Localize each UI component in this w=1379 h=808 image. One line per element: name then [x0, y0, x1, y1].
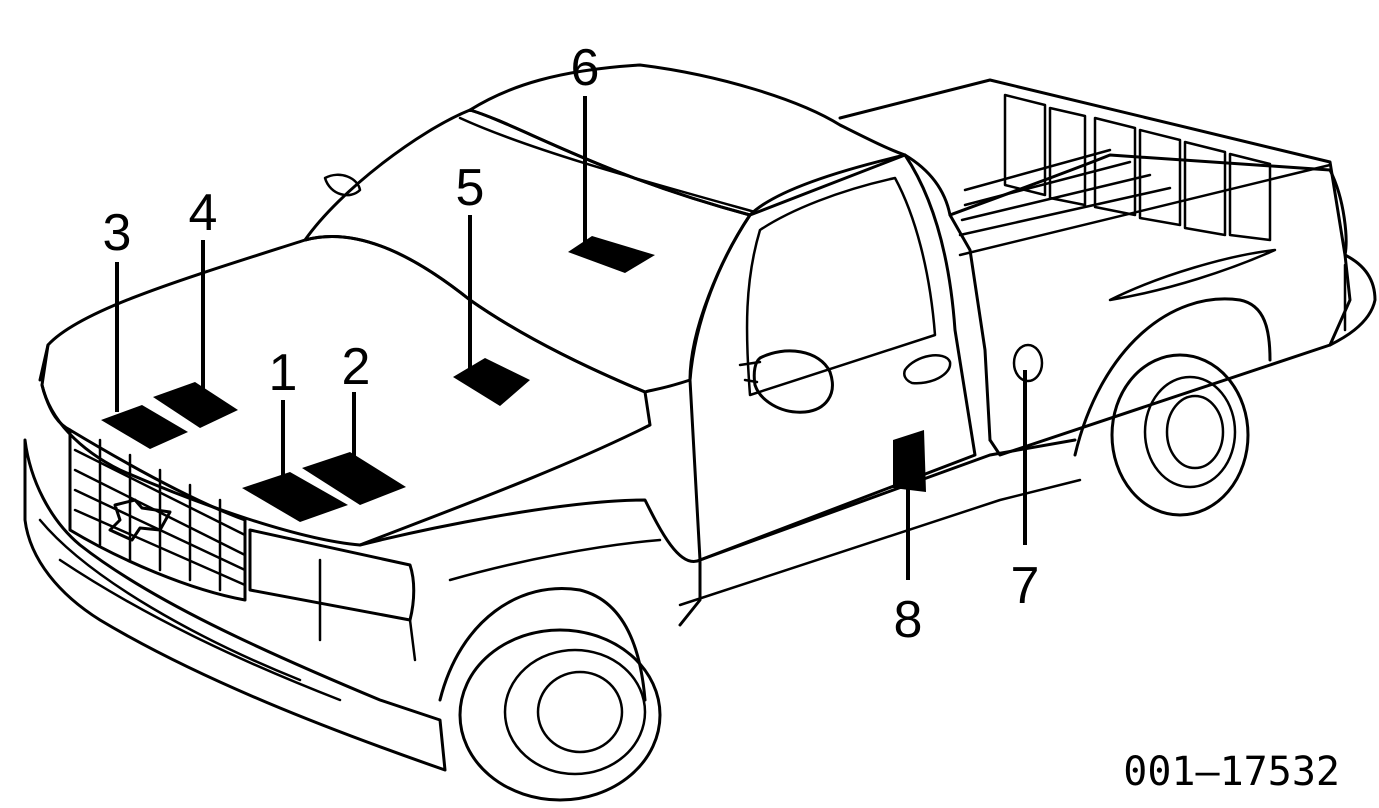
decal-6 [568, 236, 655, 273]
door-window [745, 176, 937, 397]
decal-4 [153, 382, 238, 428]
bed-slats [958, 93, 1272, 242]
decal-8 [893, 430, 926, 492]
callout-6: 6 [571, 39, 600, 97]
callout-4: 4 [189, 184, 218, 242]
grille [68, 428, 247, 602]
callout-numbers: 1 2 3 4 5 6 7 8 [103, 39, 1040, 649]
rear-wheel [1110, 353, 1250, 517]
callout-5: 5 [456, 159, 485, 217]
callout-1: 1 [269, 344, 298, 402]
windshield [303, 108, 752, 394]
pickup-truck-illustration [23, 63, 1377, 802]
hood-outline [40, 235, 652, 547]
callout-7: 7 [1011, 557, 1040, 615]
grille-bars [73, 438, 247, 592]
door-handle [903, 354, 952, 385]
decal-5 [453, 358, 530, 406]
figure-id: 001–17532 [1123, 749, 1340, 795]
rear-wheel-arch [1073, 297, 1272, 457]
decal-1 [242, 472, 348, 522]
fuel-door [1012, 343, 1044, 383]
cab-door [688, 153, 977, 562]
label-decals [101, 236, 926, 522]
callout-2: 2 [342, 338, 371, 396]
callout-3: 3 [103, 204, 132, 262]
bowtie-emblem-icon [108, 498, 172, 542]
front-bumper [23, 438, 447, 772]
side-mirror [752, 349, 834, 414]
decal-3 [101, 405, 188, 449]
callout-8: 8 [894, 591, 923, 649]
front-wheel [458, 628, 662, 802]
truck-bed [838, 78, 1352, 457]
headlight [248, 528, 416, 622]
leader-lines [115, 96, 1027, 580]
decal-2 [302, 452, 406, 505]
front-fender [358, 498, 702, 627]
front-wheel-arch [438, 587, 647, 702]
